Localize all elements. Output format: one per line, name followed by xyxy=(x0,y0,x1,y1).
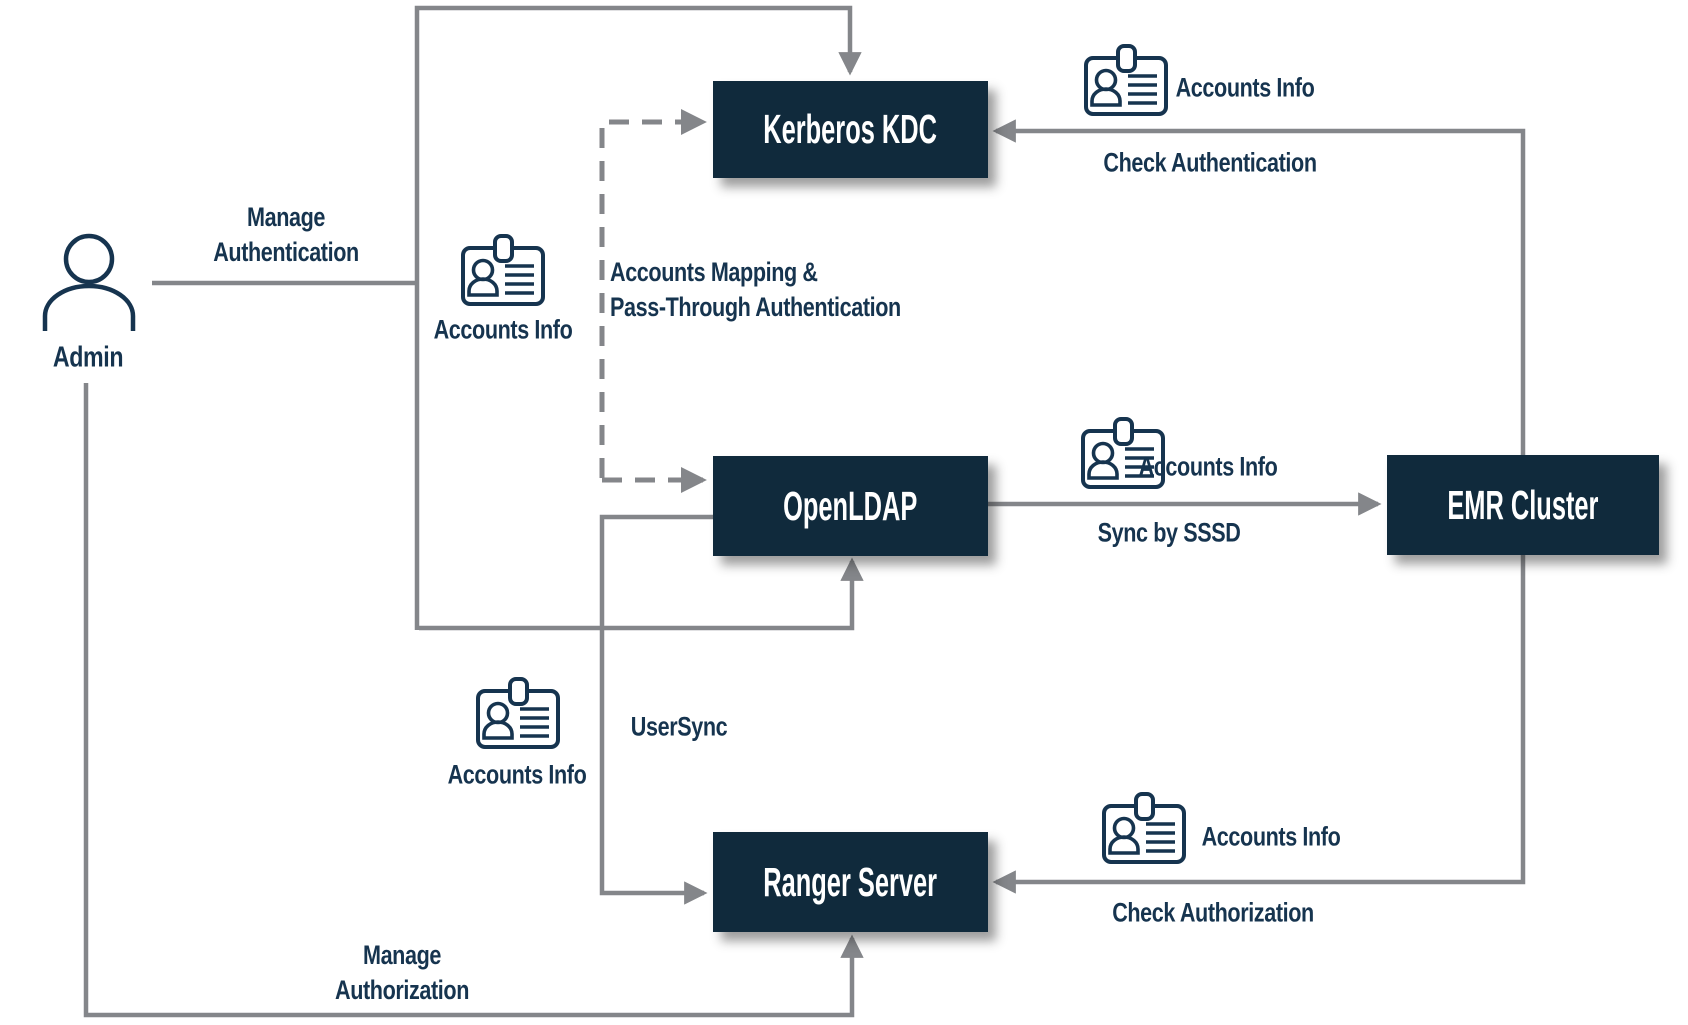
edge-check-authentication xyxy=(992,119,1526,455)
node-emr-cluster-label: EMR Cluster xyxy=(1447,481,1599,528)
edge-manage-authentication-to-openldap xyxy=(419,557,864,631)
admin-person-icon xyxy=(42,233,136,331)
id-badge-icon-admin xyxy=(461,234,545,306)
edge-usersync xyxy=(599,514,713,905)
badge-label-usersync-accounts-info: Accounts Info xyxy=(447,759,587,790)
edge-manage-authentication-to-kerberos xyxy=(414,5,862,630)
badge-label-check-authorization-accounts-info: Accounts Info xyxy=(1201,821,1341,852)
node-kerberos-kdc: Kerberos KDC xyxy=(713,81,988,178)
badge-label-sync-accounts-info: Accounts Info xyxy=(1138,451,1278,482)
node-ranger-server: Ranger Server xyxy=(713,832,988,932)
node-openldap: OpenLDAP xyxy=(713,456,988,556)
node-kerberos-kdc-label: Kerberos KDC xyxy=(763,106,938,152)
badge-label-admin-accounts-info: Accounts Info xyxy=(433,314,573,345)
node-emr-cluster: EMR Cluster xyxy=(1387,455,1659,555)
edge-accounts-mapping-to-kerberos xyxy=(599,109,707,478)
edge-check-authorization xyxy=(992,555,1526,894)
edge-manage-authorization xyxy=(83,383,864,1018)
edge-label-usersync: UserSync xyxy=(630,711,728,742)
edge-label-accounts-mapping: Accounts Mapping & Pass-Through Authenti… xyxy=(610,257,901,322)
id-badge-icon-check-authorization xyxy=(1102,792,1186,864)
id-badge-icon-usersync xyxy=(476,677,560,749)
node-ranger-server-label: Ranger Server xyxy=(763,858,938,905)
node-openldap-label: OpenLDAP xyxy=(783,482,918,529)
edge-label-check-authentication: Check Authentication xyxy=(1103,147,1317,178)
edge-label-check-authorization: Check Authorization xyxy=(1112,897,1314,928)
edge-label-sync-by-sssd: Sync by SSSD xyxy=(1097,517,1241,548)
edge-label-manage-authentication: Manage Authentication xyxy=(213,202,359,267)
edge-label-manage-authorization: Manage Authorization xyxy=(335,940,469,1005)
id-badge-icon-check-authentication xyxy=(1084,44,1168,116)
badge-label-check-authentication-accounts-info: Accounts Info xyxy=(1175,72,1315,103)
admin-label: Admin xyxy=(52,341,124,374)
